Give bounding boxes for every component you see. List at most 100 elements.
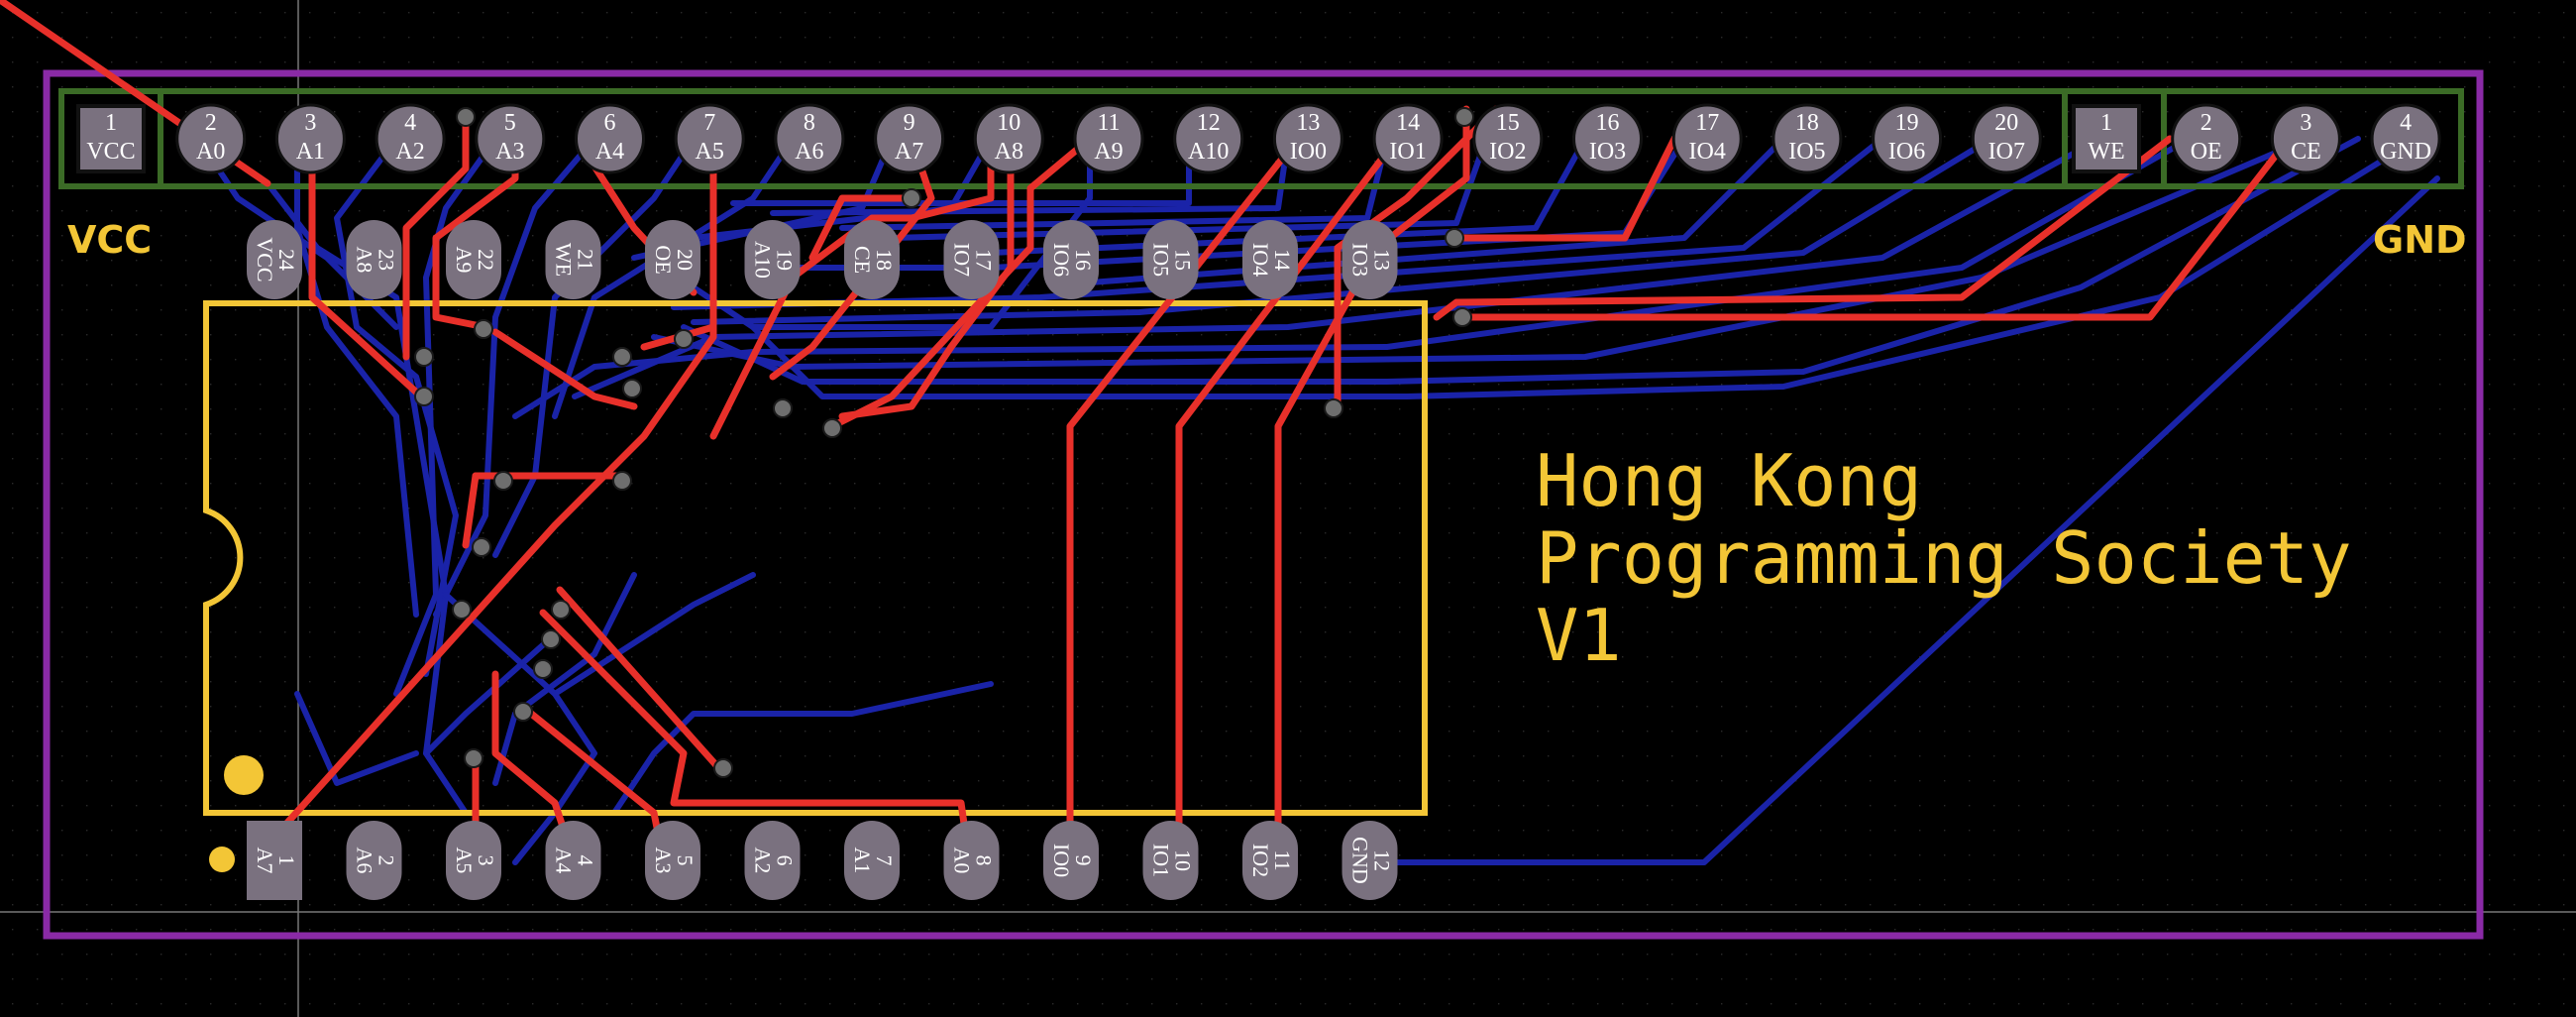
pad-round [1872,103,1943,174]
pad-oval [1043,821,1099,900]
header-pin-a3[interactable]: 5A3 [475,103,546,174]
ic-pin-1[interactable]: 1A7 [247,821,302,900]
pad-square [2072,104,2141,173]
header-pin-a1[interactable]: 3A1 [274,103,346,174]
header-pin-ce[interactable]: 3CE [2270,103,2341,174]
pad-number: 3 [474,855,498,866]
header-pin-a5[interactable]: 7A5 [674,103,745,174]
header-pin-a2[interactable]: 4A2 [375,103,446,174]
header-pin-oe[interactable]: 2OE [2171,103,2242,174]
ic-pin-5[interactable]: 5A3 [645,821,700,900]
header-pin-a4[interactable]: 6A4 [575,103,645,174]
header-pin-a7[interactable]: 9A7 [874,103,945,174]
pad-number: 6 [772,855,797,866]
pad-name: A5 [452,848,477,874]
pad-name: IO0 [1290,139,1327,165]
header-outline-ctrl [2161,88,2464,189]
pad-oval [744,220,801,299]
pad-name: OE [651,245,676,274]
pad-number: 1 [2100,110,2112,136]
pad-name: VCC [253,237,277,282]
via [1452,307,1472,327]
pad-number: 16 [1596,110,1620,136]
header-pin-a0[interactable]: 2A0 [175,103,247,174]
pad-round [274,103,346,174]
header-pin-we[interactable]: 1WE [2072,104,2141,173]
pad-name: A4 [595,139,624,165]
via [414,347,434,367]
header-connectors [58,88,2464,189]
pad-oval [744,821,801,900]
pad-number: 3 [2300,110,2311,136]
ic-pin-3[interactable]: 3A5 [446,821,501,900]
via [622,379,642,398]
pad-oval [446,220,501,299]
via [513,702,533,722]
title-line-2: Programming Society [1536,516,2352,600]
header-pin-a6[interactable]: 8A6 [774,103,845,174]
via [612,471,632,491]
via [533,659,553,679]
pad-number: 23 [374,249,398,271]
ic-pin-7[interactable]: 7A1 [844,821,900,900]
pad-name: IO3 [1589,139,1626,165]
ic-pin-6[interactable]: 6A2 [744,821,801,900]
ic-silkscreen-outline [203,300,1428,816]
pad-name: A7 [253,848,277,874]
pad-round [774,103,845,174]
pad-name: A10 [1188,139,1229,165]
via [1445,228,1464,248]
pad-name: VCC [86,139,135,165]
pad-oval [1342,821,1398,900]
pad-number: 4 [2400,110,2412,136]
ic-pin-2[interactable]: 2A6 [346,821,402,900]
via [456,107,476,127]
ic-pin-4[interactable]: 4A4 [545,821,601,900]
pad-name: A1 [850,848,875,874]
via [414,387,434,406]
pad-square [247,821,302,900]
via [474,319,493,339]
via [1324,398,1343,418]
pad-number: 1 [105,110,117,136]
pad-number: 17 [971,249,996,271]
pad-number: 12 [1197,110,1221,136]
via [612,347,632,367]
via [1454,107,1474,127]
pad-round [2270,103,2341,174]
pad-round [973,103,1044,174]
pad-number: 5 [673,855,698,866]
ic-pin-8[interactable]: 8A0 [943,821,1000,900]
